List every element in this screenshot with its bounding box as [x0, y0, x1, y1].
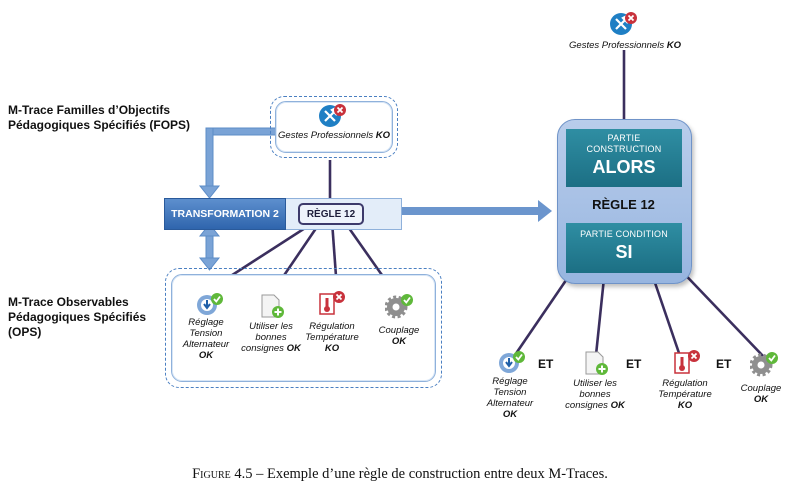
et-label-3: ET: [716, 357, 732, 371]
construction-head-line1: PARTIE: [607, 133, 641, 143]
regle-small-box: RÈGLE 12: [298, 203, 364, 225]
construction-head-line2: CONSTRUCTION: [586, 144, 662, 154]
fops-node-status: KO: [375, 130, 390, 141]
transformation-label: TRANSFORMATION 2: [164, 198, 286, 230]
ops-node-regulation-icon: [317, 290, 345, 316]
right-consignes-line1: Utiliser les: [573, 378, 617, 389]
big-rule-title: RÈGLE 12: [592, 197, 655, 212]
right-consignes-status: OK: [610, 400, 625, 411]
rule-arrow: [402, 200, 552, 222]
construction-word: ALORS: [592, 157, 656, 177]
right-node-reglage-label: Réglage Tension Alternateur OK: [480, 376, 540, 420]
ops-couplage-status: OK: [391, 336, 407, 347]
ops-title: M-Trace Observables Pédagogiques Spécifi…: [8, 295, 146, 340]
ops-group: [165, 268, 442, 388]
ops-node-reglage-label: Réglage Tension Alternateur OK: [176, 317, 236, 361]
right-node-couplage-icon: [750, 350, 780, 378]
top-right-node-status: KO: [666, 40, 681, 51]
top-right-node-label: Gestes Professionnels KO: [560, 40, 690, 51]
ops-reglage-line2: Tension: [189, 328, 223, 339]
ops-regulation-line2: Température: [305, 332, 359, 343]
ops-title-line1: M-Trace Observables: [8, 295, 129, 309]
ops-node-consignes-label: Utiliser les bonnes consignes OK: [236, 321, 306, 354]
right-regulation-line1: Régulation: [662, 378, 708, 389]
right-connector-lines: [513, 50, 764, 357]
fops-title: M-Trace Familles d’Objectifs Pédagogique…: [8, 103, 190, 133]
ops-regulation-line1: Régulation: [309, 321, 355, 332]
figure-caption: Figure 4.5 – Exemple d’une règle de cons…: [0, 466, 800, 483]
ops-reglage-status: OK: [198, 350, 214, 361]
right-node-consignes-label: Utiliser les bonnes consignes OK: [560, 378, 630, 411]
ops-couplage-line1: Couplage: [378, 325, 420, 336]
ops-reglage-line3: Alternateur: [182, 339, 230, 350]
ops-inner-box: [171, 274, 436, 382]
right-reglage-line2: Tension: [493, 387, 527, 398]
construction-box: PARTIE CONSTRUCTION ALORS: [566, 129, 682, 187]
fops-node-text: Gestes Professionnels: [278, 130, 374, 141]
right-regulation-status: KO: [677, 400, 693, 411]
right-couplage-line1: Couplage: [740, 383, 782, 394]
et-label-1: ET: [538, 357, 554, 371]
right-couplage-status: OK: [753, 394, 769, 405]
fops-title-line1: M-Trace Familles d’Objectifs: [8, 103, 171, 117]
ops-regulation-status: KO: [324, 343, 340, 354]
ops-reglage-line1: Réglage: [188, 317, 224, 328]
caption-prefix: Figure 4.5: [192, 466, 253, 482]
ops-consignes-line3: consignes: [241, 343, 284, 354]
fops-ops-arrows: [198, 127, 277, 271]
ops-consignes-line1: Utiliser les: [249, 321, 293, 332]
ops-node-regulation-label: Régulation Température KO: [298, 321, 366, 354]
right-consignes-line2: bonnes: [579, 389, 611, 400]
right-node-regulation-icon: [672, 349, 702, 377]
et-label-2: ET: [626, 357, 642, 371]
right-node-reglage-icon: [497, 349, 527, 377]
ops-node-reglage-icon: [195, 291, 223, 317]
ops-title-line3: (OPS): [8, 325, 42, 339]
top-right-node-text: Gestes Professionnels: [569, 40, 665, 51]
caption-text: – Exemple d’une règle de construction en…: [252, 466, 608, 482]
ops-consignes-line2: bonnes: [255, 332, 287, 343]
right-node-consignes-icon: [582, 350, 612, 378]
right-node-regulation-label: Régulation Température KO: [651, 378, 719, 411]
condition-head: PARTIE CONDITION: [580, 229, 668, 239]
right-consignes-line3: consignes: [565, 400, 608, 411]
condition-box: PARTIE CONDITION SI: [566, 223, 682, 273]
ops-title-line2: Pédagogiques Spécifiés: [8, 310, 147, 324]
ops-consignes-status: OK: [286, 343, 301, 354]
ops-node-consignes-icon: [258, 293, 286, 319]
right-reglage-line3: Alternateur: [486, 398, 534, 409]
condition-word: SI: [615, 242, 633, 262]
fops-node-label: Gestes Professionnels KO: [276, 130, 392, 141]
ops-node-couplage-icon: [385, 292, 415, 320]
top-right-tools-icon: [609, 10, 639, 40]
fops-tools-icon: [318, 102, 346, 128]
right-regulation-line2: Température: [658, 389, 712, 400]
fops-title-line2: Pédagogiques Spécifiés (FOPS): [8, 118, 191, 132]
right-reglage-line1: Réglage: [492, 376, 528, 387]
right-node-couplage-label: Couplage OK: [733, 383, 789, 405]
right-reglage-status: OK: [502, 409, 518, 420]
ops-node-couplage-label: Couplage OK: [371, 325, 427, 347]
